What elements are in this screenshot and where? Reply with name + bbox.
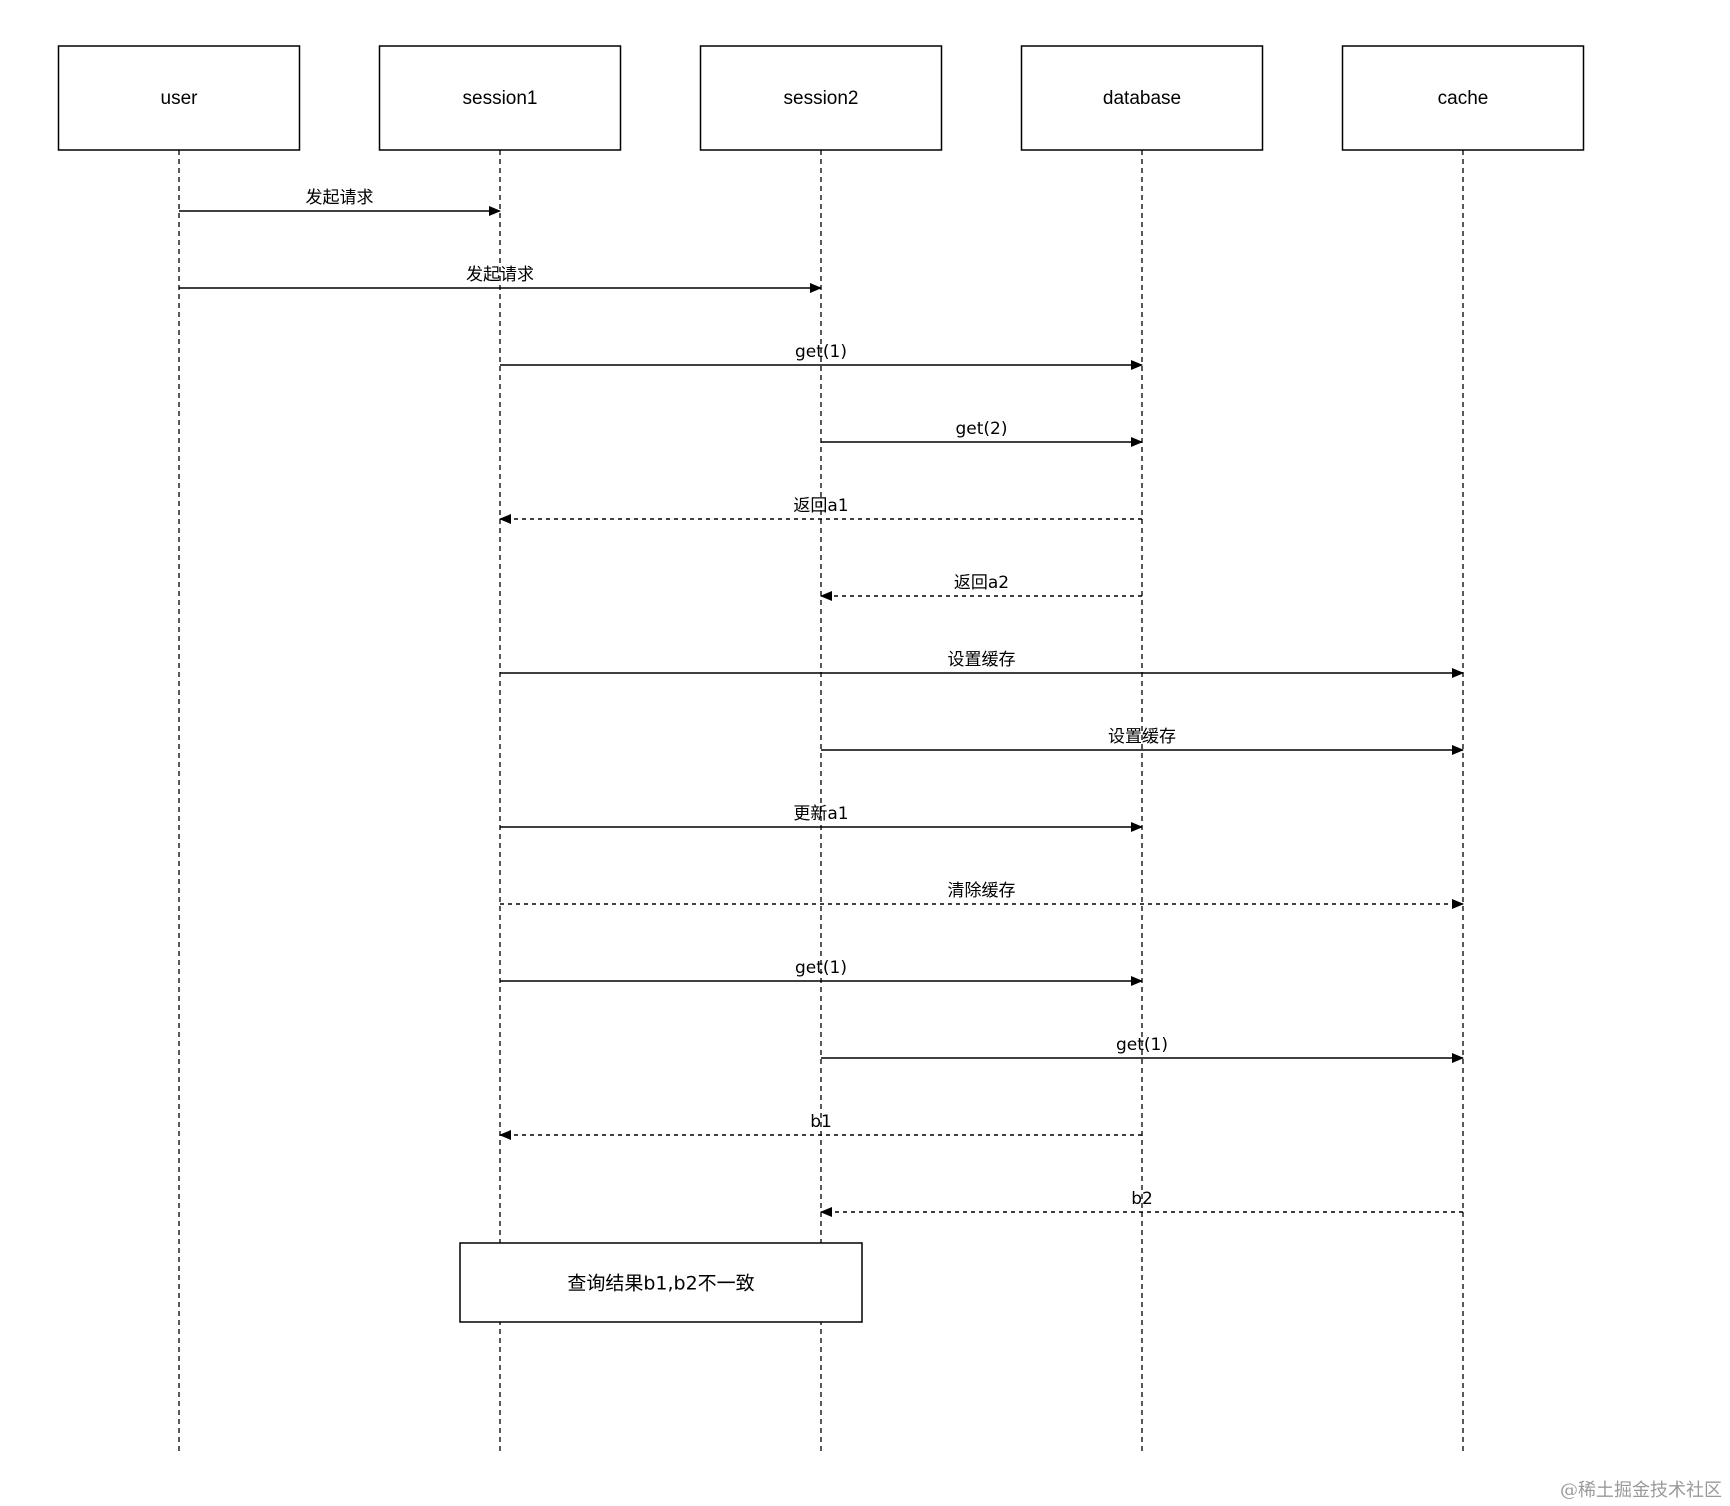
message-label: 设置缓存 <box>948 650 1016 670</box>
message-8: 设置缓存 <box>821 727 1464 755</box>
actor-box-session1 <box>378 45 622 151</box>
message-12: get(1) <box>821 1035 1464 1063</box>
message-11: get(1) <box>500 958 1143 986</box>
message-3: get(1) <box>500 342 1143 370</box>
actor-cache: cache <box>1341 45 1585 151</box>
message-label: 更新a1 <box>793 804 848 824</box>
message-label: b1 <box>810 1112 832 1132</box>
message-4: get(2) <box>821 419 1143 447</box>
actor-session2: session2 <box>699 45 943 151</box>
actor-box-database <box>1020 45 1264 151</box>
message-label: get(1) <box>795 958 847 978</box>
message-label: 设置缓存 <box>1108 727 1176 747</box>
actor-label-database: database <box>1103 88 1181 109</box>
actor-user: user <box>57 45 301 151</box>
message-label: 发起请求 <box>466 265 534 285</box>
note-box <box>459 1242 863 1323</box>
messages: 发起请求发起请求get(1)get(2)返回a1返回a2设置缓存设置缓存更新a1… <box>179 188 1464 1217</box>
message-13: b1 <box>499 1112 1142 1140</box>
message-label: 清除缓存 <box>948 881 1016 901</box>
actor-label-user: user <box>161 88 199 109</box>
actor-session1: session1 <box>378 45 622 151</box>
actor-label-cache: cache <box>1438 88 1489 109</box>
watermark-text: @稀土掘金技术社区 <box>1560 1480 1722 1501</box>
actor-box-cache <box>1341 45 1585 151</box>
note: 查询结果b1,b2不一致 <box>459 1242 863 1323</box>
message-6: 返回a2 <box>820 573 1142 601</box>
message-9: 更新a1 <box>500 804 1143 832</box>
message-2: 发起请求 <box>179 265 822 293</box>
actor-label-session2: session2 <box>784 88 859 109</box>
message-label: 发起请求 <box>306 188 374 208</box>
actor-box-user <box>57 45 301 151</box>
message-1: 发起请求 <box>179 188 501 216</box>
message-5: 返回a1 <box>499 496 1142 524</box>
message-label: 返回a1 <box>793 496 848 516</box>
message-10: 清除缓存 <box>500 881 1464 909</box>
actor-box-session2 <box>699 45 943 151</box>
actors: user session1 session2 database cache <box>57 45 1585 151</box>
note-label: 查询结果b1,b2不一致 <box>567 1273 754 1295</box>
message-label: b2 <box>1131 1189 1153 1209</box>
message-label: get(1) <box>795 342 847 362</box>
message-label: get(2) <box>956 419 1008 439</box>
message-label: 返回a2 <box>954 573 1009 593</box>
actor-label-session1: session1 <box>463 88 538 109</box>
message-14: b2 <box>820 1189 1463 1217</box>
actor-database: database <box>1020 45 1264 151</box>
message-label: get(1) <box>1116 1035 1168 1055</box>
message-7: 设置缓存 <box>500 650 1464 678</box>
